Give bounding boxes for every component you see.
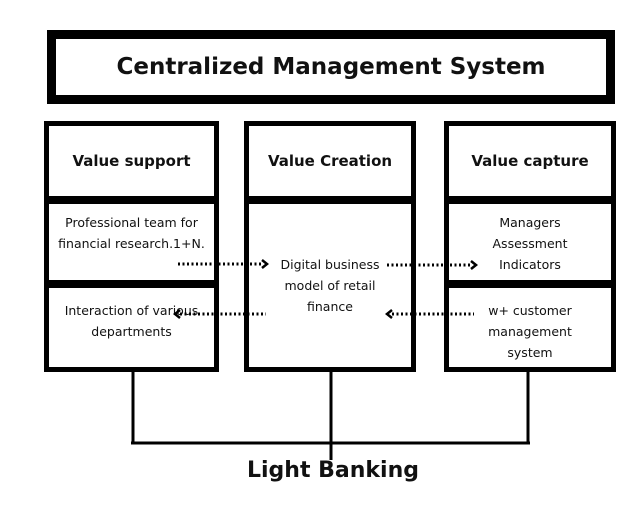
arrowhead-left-icon <box>172 309 181 319</box>
arrowhead-right-icon <box>261 259 270 269</box>
footer-light-banking: Light Banking <box>246 458 419 483</box>
arrowhead-left-icon <box>384 309 393 319</box>
arrowhead-right-icon <box>470 260 479 270</box>
cell-customer-management: w+ customer management system <box>444 283 616 372</box>
header-value-support: Value support <box>44 121 219 201</box>
cell-interaction-departments: Interaction of various departments <box>44 283 219 372</box>
cell-managers-indicators: Managers Assessment Indicators <box>444 199 616 285</box>
diagram-title: Centralized Management System <box>47 30 615 104</box>
header-value-creation: Value Creation <box>244 121 416 201</box>
cell-professional-team: Professional team for financial research… <box>44 199 219 285</box>
cell-digital-business-model: Digital business model of retail finance <box>244 199 416 372</box>
header-value-capture: Value capture <box>444 121 616 201</box>
